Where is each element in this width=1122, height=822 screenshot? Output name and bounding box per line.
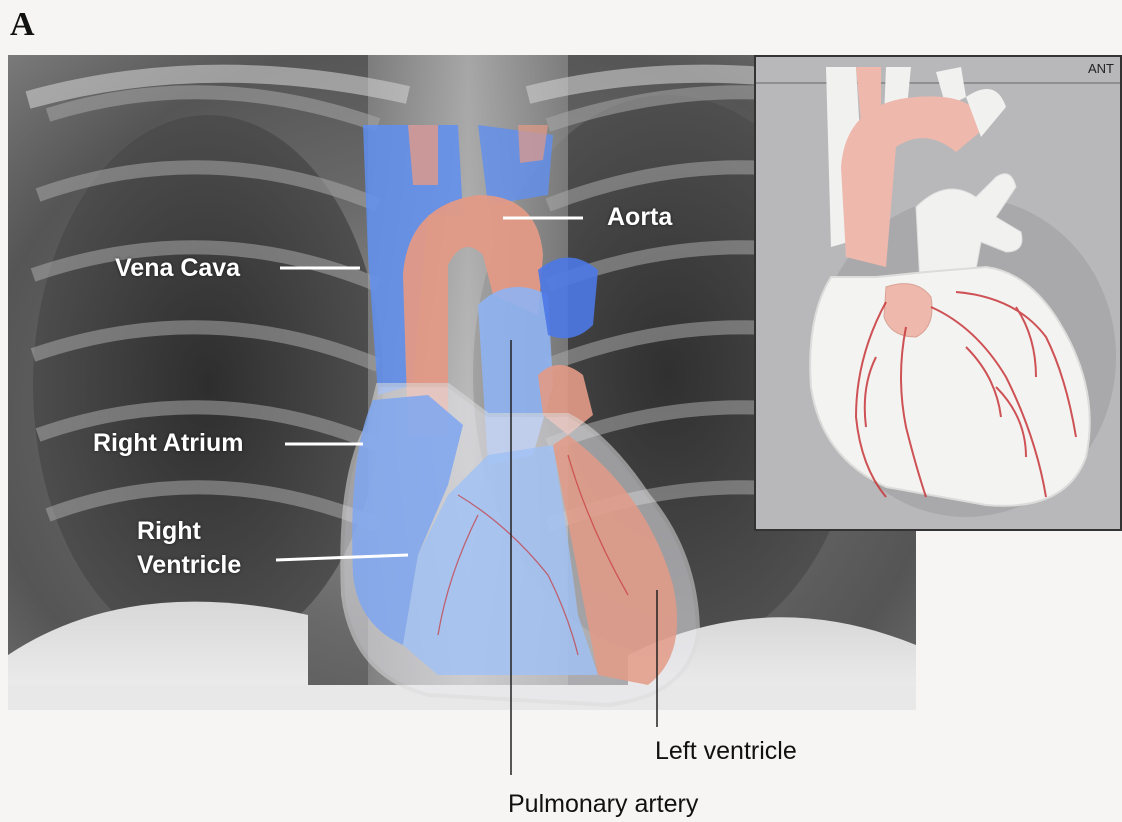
label-left-ventricle: Left ventricle	[655, 736, 797, 766]
label-right-ventricle-line2: Ventricle	[137, 550, 241, 580]
label-right-atrium: Right Atrium	[93, 428, 243, 458]
inset-orientation-tag: ANT	[1088, 61, 1114, 76]
inset-anterior-view: ANT	[754, 55, 1122, 531]
figure-letter: A	[10, 6, 35, 44]
label-aorta: Aorta	[607, 202, 672, 232]
label-right-ventricle-line1: Right	[137, 516, 201, 546]
label-pulmonary-artery: Pulmonary artery	[508, 789, 698, 819]
inset-heart-illustration	[756, 57, 1120, 529]
label-vena-cava: Vena Cava	[115, 253, 240, 283]
